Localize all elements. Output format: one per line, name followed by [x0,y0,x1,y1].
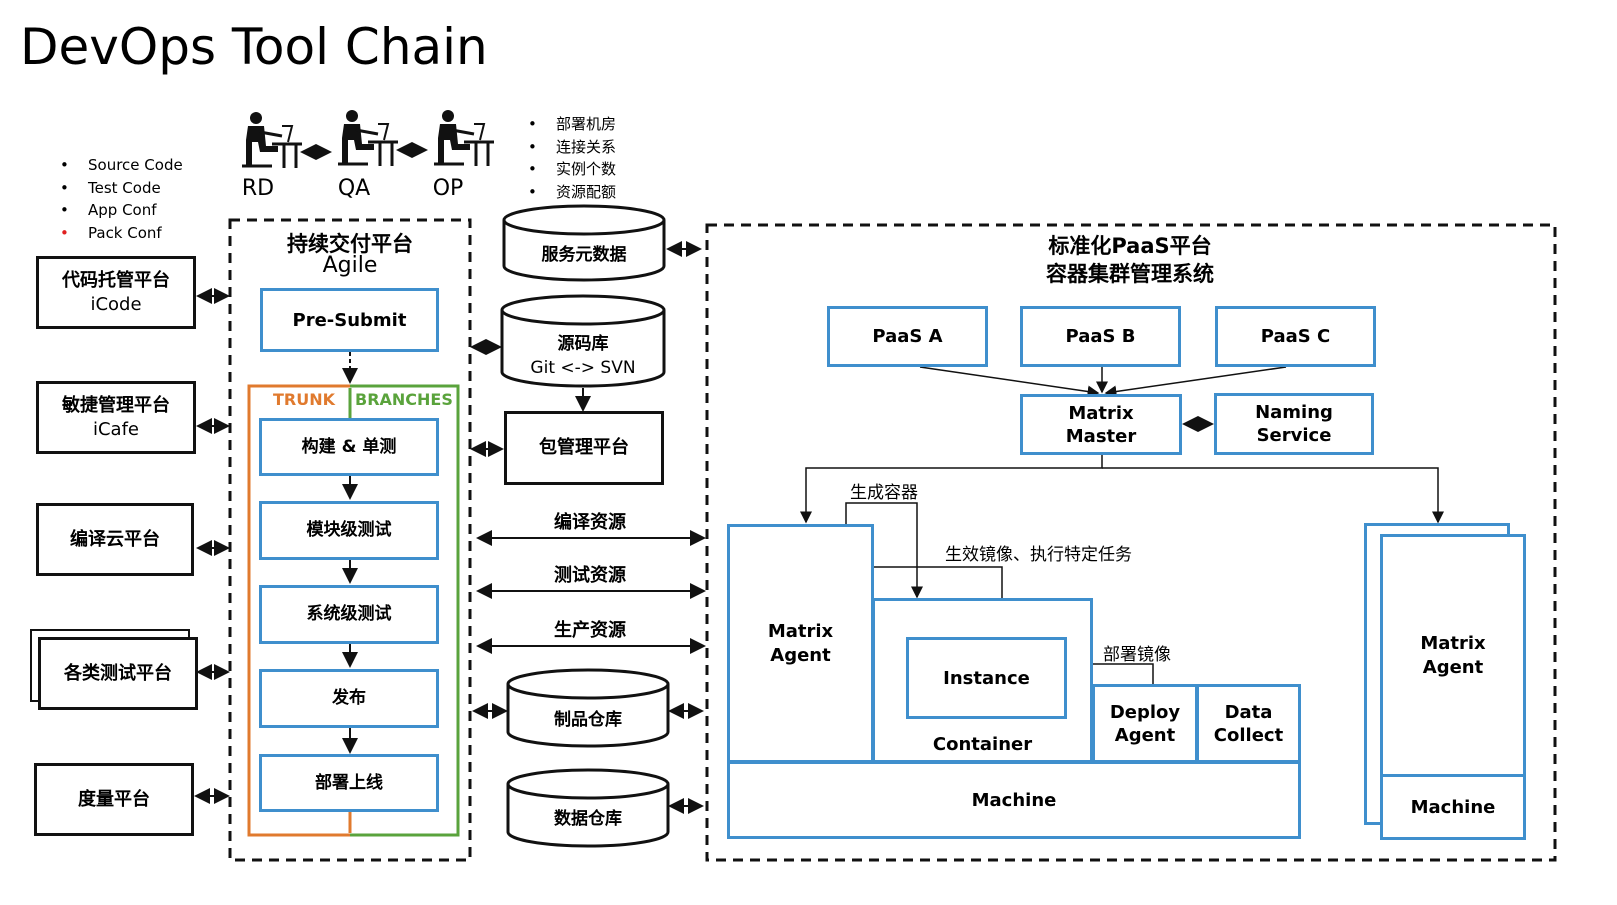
cd-platform-frame [228,218,472,862]
metrics-platform[interactable]: 度量平台 [34,763,194,836]
instance-label: Instance [943,667,1030,689]
meta-item: •实例个数 [528,160,617,178]
icode-name: iCode [90,293,142,315]
matrix-agent-line1: Matrix [767,620,834,642]
icode-platform[interactable]: 代码托管平台 iCode [36,256,196,329]
paas-a-box[interactable]: PaaS A [827,306,988,367]
step-build-unittest[interactable]: 构建 & 单测 [259,418,439,476]
naming-service-line2: Service [1256,425,1332,446]
matrix-agent-box[interactable]: Matrix Agent [727,524,874,763]
compile-cloud-platform[interactable]: 编译云平台 [36,503,194,576]
role-label-qa: QA [337,176,371,201]
container-label: Container [932,734,1033,755]
compile-resource-label: 编译资源 [554,512,626,533]
machine-label: Machine [971,789,1057,811]
artifact-item: •Test Code [60,178,161,197]
paas-b-label: PaaS B [1065,326,1136,347]
cd-platform-title: 持续交付平台 [287,232,413,256]
data-collect-box[interactable]: Data Collect [1196,684,1301,763]
role-label-op: OP [432,176,464,201]
meta-item: •连接关系 [528,137,617,156]
meta-list: •部署机房 •连接关系 •实例个数 •资源配额 [528,113,616,203]
matrix-agent-line1: Matrix [1420,632,1486,654]
meta-item: •部署机房 [528,115,617,133]
meta-item: •资源配额 [528,182,617,201]
icafe-title: 敏捷管理平台 [62,394,170,416]
test-resource-label: 测试资源 [554,565,626,586]
deploy-agent-line2: Agent [1114,724,1176,746]
presubmit-label: Pre-Submit [292,309,407,331]
step-release[interactable]: 发布 [259,669,439,728]
machine-label: Machine [1410,796,1496,818]
paas-a-label: PaaS A [872,326,943,347]
test-platforms-label: 各类测试平台 [64,662,172,684]
page-title: DevOps Tool Chain [20,18,488,76]
source-repo-db[interactable]: 源码库 Git <-> SVN [502,332,664,380]
trunk-label: TRUNK [273,390,336,409]
paas-title: 标准化PaaS平台 [1048,234,1212,258]
presubmit-box[interactable]: Pre-Submit [260,288,439,352]
paas-frame [705,223,1557,862]
matrix-agent-line2: Agent [770,644,831,666]
role-label-rd: RD [241,176,275,201]
step-deploy[interactable]: 部署上线 [259,754,439,812]
step-module-test[interactable]: 模块级测试 [259,501,439,560]
prod-resource-label: 生产资源 [554,620,626,641]
matrix-master-box[interactable]: Matrix Master [1020,394,1182,455]
tester-person-icon [334,108,398,168]
compile-cloud-label: 编译云平台 [70,528,160,550]
paas-b-box[interactable]: PaaS B [1020,306,1181,367]
step-label: 发布 [332,688,366,708]
artifact-item: •Source Code [60,156,183,174]
icode-title: 代码托管平台 [62,269,170,291]
matrix-agent-box-2[interactable]: Matrix Agent [1380,534,1526,777]
cylinder-shapes [500,204,670,848]
deploy-agent-box[interactable]: Deploy Agent [1092,684,1198,763]
data-repo-db[interactable]: 数据仓库 [554,809,622,829]
machine-box[interactable]: Machine [727,761,1301,839]
operator-person-icon [430,108,494,168]
step-label: 部署上线 [315,772,383,793]
developer-person-icon [238,110,302,170]
artifact-repo-db[interactable]: 制品仓库 [554,710,622,730]
paas-subtitle: 容器集群管理系统 [1046,262,1214,286]
deploy-image-label: 部署镜像 [1103,645,1171,665]
icafe-name: iCafe [92,418,139,440]
naming-service-line1: Naming [1255,402,1333,423]
create-container-label: 生成容器 [850,483,918,503]
source-repo-title: 源码库 [557,334,609,354]
branches-label: BRANCHES [355,390,453,409]
icafe-platform[interactable]: 敏捷管理平台 iCafe [36,381,196,454]
artifact-item: •App Conf [60,201,157,219]
instance-box[interactable]: Instance [906,637,1067,719]
deploy-agent-line1: Deploy [1109,701,1181,723]
step-label: 构建 & 单测 [301,436,397,457]
naming-service-box[interactable]: Naming Service [1214,393,1374,455]
machine-box-2[interactable]: Machine [1380,774,1526,840]
matrix-master-line2: Master [1065,425,1137,447]
artifact-list: •Source Code •Test Code •App Conf •Pack … [60,154,183,244]
service-metadata-db[interactable]: 服务元数据 [541,245,627,265]
paas-c-box[interactable]: PaaS C [1215,306,1376,367]
step-system-test[interactable]: 系统级测试 [259,585,439,644]
metrics-label: 度量平台 [78,788,150,810]
source-repo-subtitle: Git <-> SVN [530,358,636,378]
paas-c-label: PaaS C [1260,326,1331,347]
step-label: 模块级测试 [306,520,392,540]
step-label: 系统级测试 [306,604,392,624]
data-collect-line2: Collect [1213,724,1284,746]
package-mgmt-label: 包管理平台 [539,437,629,458]
matrix-master-line1: Matrix [1068,402,1134,424]
data-collect-line1: Data [1224,701,1273,723]
package-mgmt-platform[interactable]: 包管理平台 [504,411,664,485]
test-platforms[interactable]: 各类测试平台 [38,637,198,710]
matrix-agent-line2: Agent [1422,656,1484,678]
apply-image-label: 生效镜像、执行特定任务 [945,545,1132,565]
cd-platform-subtitle: Agile [322,253,378,278]
artifact-item: •Pack Conf [60,223,162,242]
